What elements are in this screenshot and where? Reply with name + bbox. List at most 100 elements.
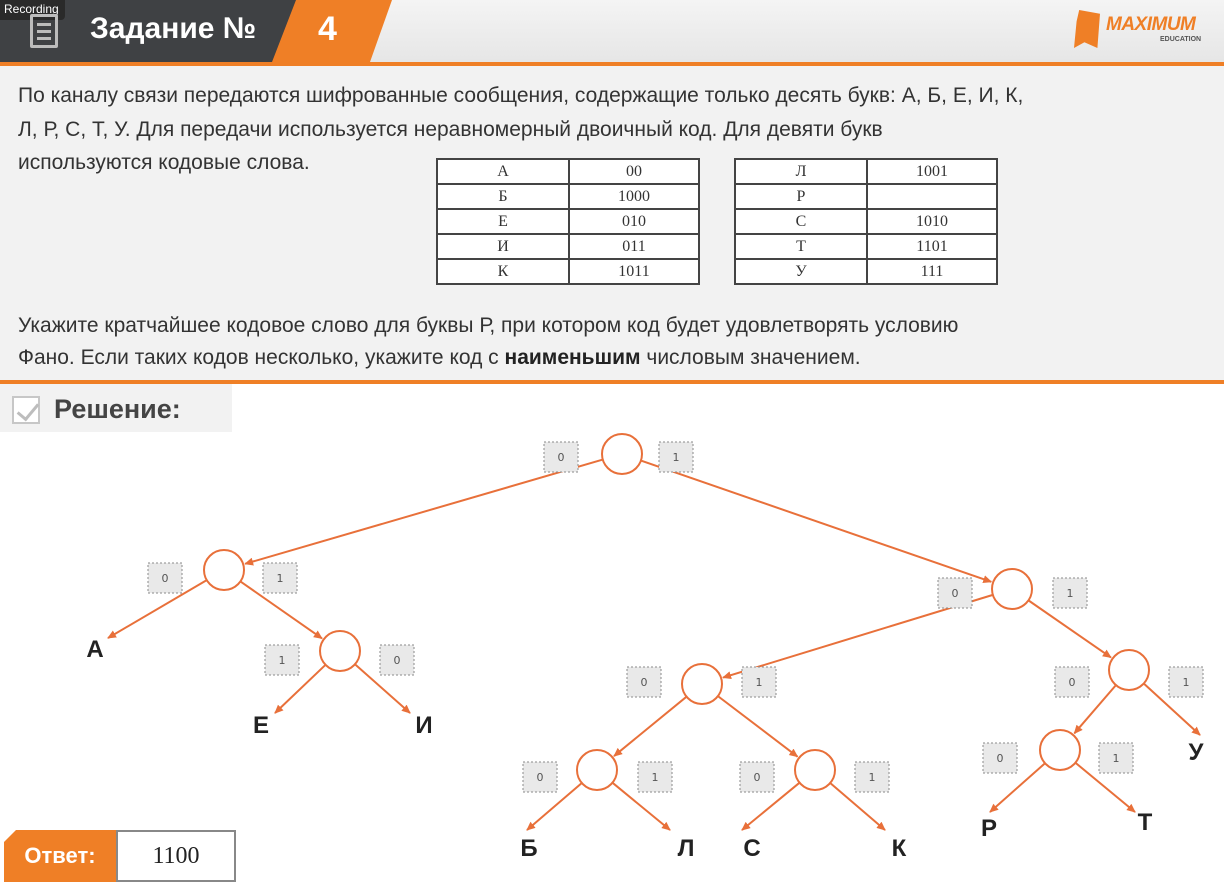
maximum-logo: MAXIMUM EDUCATION [1070,6,1220,54]
edge-label-text: 1 [279,654,286,667]
edge-label-box [626,666,662,698]
edge-label-text: 1 [1067,587,1074,600]
tree-node [576,749,618,791]
question-line-2: Фано. Если таких кодов несколько, укажит… [18,346,861,370]
tree-edge [640,459,993,583]
edge-label: 1 [637,761,673,793]
edge-label: 0 [379,644,415,676]
tree-edge [1074,761,1136,813]
edge-label: 1 [1168,666,1204,698]
table-code-cell: 010 [568,208,700,235]
question-line-1: Укажите кратчайшее кодовое слово для бук… [18,314,959,337]
tree-node [1039,729,1081,771]
tree-edge [1027,599,1112,659]
code-table-row: Р [734,183,998,210]
edge-label-box [1168,666,1204,698]
problem-text-line-2: Л, Р, С, Т, У. Для передачи используется… [18,118,883,141]
tree-leaf-letter: К [892,835,907,862]
edge-label-box [379,644,415,676]
problem-text-line-1: По каналу связи передаются шифрованные с… [18,84,1024,107]
tree-node [991,568,1033,610]
table-code-cell: 1010 [866,208,998,235]
table-code-cell [866,183,998,210]
edge-label-box [543,441,579,473]
tree-edge [1073,684,1117,735]
table-letter-cell: Т [734,233,868,260]
edge-label: 1 [262,562,298,594]
table-code-cell: 111 [866,258,998,285]
tree-leaf-letter: А [86,636,103,663]
edge-label-text: 0 [754,771,761,784]
edge-label-box [658,441,694,473]
logo-text: MAXIMUM [1106,14,1196,35]
edge-label-box [854,761,890,793]
edge-label-box [1098,742,1134,774]
edge-label-box [522,761,558,793]
solution-title: Решение: [54,394,181,424]
edge-label-text: 0 [394,654,401,667]
edge-label-box [262,562,298,594]
answer-label: Ответ: [4,830,116,882]
tree-edge [354,663,411,714]
edge-label-box [739,761,775,793]
edge-label: 0 [522,761,558,793]
edge-label-text: 0 [997,752,1004,765]
tree-leaf-letter: Л [678,835,695,862]
tree-node [794,749,836,791]
task-number: 4 [318,10,337,48]
edge-label-text: 0 [558,451,565,464]
edge-label-text: 1 [652,771,659,784]
table-code-cell: 1011 [568,258,700,285]
edge-label-text: 0 [952,587,959,600]
table-code-cell: 1000 [568,183,700,210]
table-letter-cell: И [436,233,570,260]
table-letter-cell: У [734,258,868,285]
table-letter-cell: Б [436,183,570,210]
question-text-bold: наименьшим [504,346,641,369]
table-letter-cell: А [436,158,570,185]
header-number-bar [272,0,392,62]
tree-leaf-letter: Р [981,815,997,842]
tree-leaf-letter: С [743,835,760,862]
logo-subtext: EDUCATION [1160,36,1202,43]
section-divider [0,380,1224,384]
edge-label: 1 [264,644,300,676]
edge-label: 0 [937,577,973,609]
edge-label-text: 0 [641,676,648,689]
table-code-cell: 1001 [866,158,998,185]
edge-label-box [937,577,973,609]
tree-edge [989,762,1046,813]
edge-label: 0 [1054,666,1090,698]
tree-edge [1143,682,1201,736]
tree-edge [274,664,327,714]
edge-label: 1 [658,441,694,473]
table-code-cell: 00 [568,158,700,185]
question-text-post: числовым значением. [640,346,861,369]
edge-label-text: 1 [869,771,876,784]
tree-leaf-letter: Е [253,712,269,739]
edge-label-text: 0 [162,572,169,585]
edge-label-text: 1 [1113,752,1120,765]
tree-edge [829,782,886,831]
tree-node [203,549,245,591]
edge-label-text: 1 [756,676,763,689]
edge-label: 1 [741,666,777,698]
tree-edge [107,579,208,639]
table-letter-cell: Р [734,183,868,210]
edge-label: 0 [147,562,183,594]
edge-label: 0 [982,742,1018,774]
edge-label: 1 [1052,577,1088,609]
edge-label-box [1054,666,1090,698]
edge-label-box [741,666,777,698]
table-letter-cell: Л [734,158,868,185]
tree-leaf-letter: Б [520,835,537,862]
edge-label: 0 [739,761,775,793]
tree-edge [611,781,671,831]
